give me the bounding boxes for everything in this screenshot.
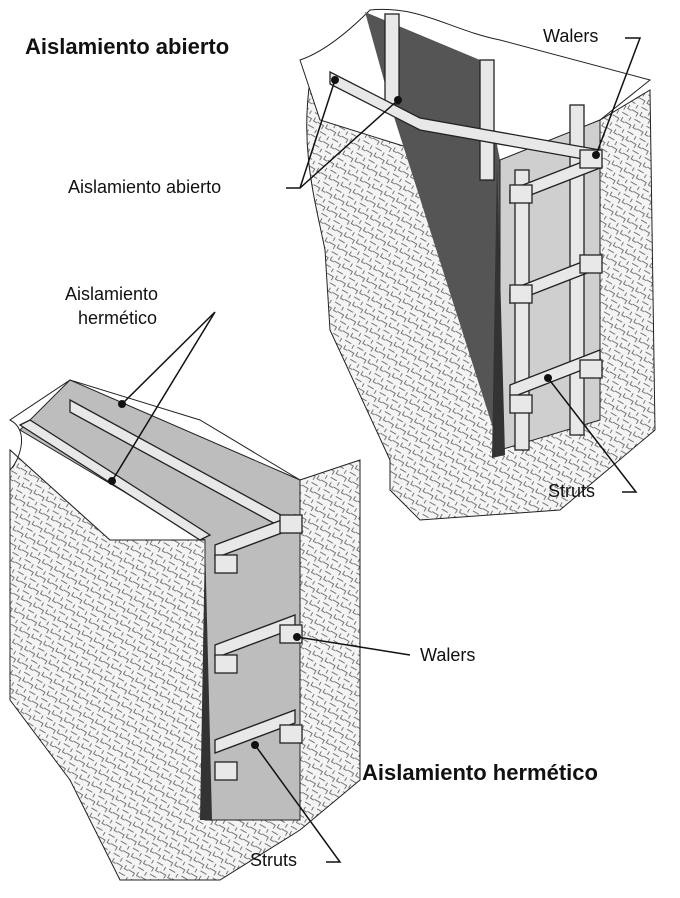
- closed-sheathing-label-line1: Aislamiento: [65, 284, 159, 304]
- leader-lines: [111, 37, 642, 863]
- closed-walers-label: Walers: [420, 645, 476, 665]
- closed-struts-label: Struts: [250, 850, 298, 870]
- open-walers-label: Walers: [543, 26, 599, 46]
- open-sheathing-label: Aislamiento abierto: [68, 177, 222, 197]
- closed-sheathing-illustration: [9, 379, 361, 881]
- open-sheathing-illustration: [299, 8, 656, 521]
- open-struts-label: Struts: [548, 481, 596, 501]
- closed-sheathing-label-line2: hermético: [78, 308, 158, 328]
- closed-sheathing-title: Aislamiento hermético: [362, 760, 598, 785]
- open-sheathing-title: Aislamiento abierto: [25, 34, 230, 59]
